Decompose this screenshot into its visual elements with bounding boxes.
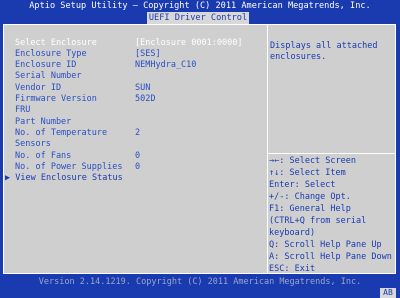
setting-serial-number: Serial Number <box>4 72 266 82</box>
key-general-help: F1: General Help <box>269 204 351 214</box>
version-text: Version 2.14.1219. Copyright (C) 2011 Am… <box>38 277 362 287</box>
title-bar: Aptio Setup Utility – Copyright (C) 2011… <box>0 0 400 24</box>
help-divider <box>268 153 395 154</box>
key-ctrl-q: (CTRL+Q from serial <box>269 216 367 226</box>
setting-enclosure-type: Enclosure Type [SES] <box>4 50 266 60</box>
submenu-label-wrap: ▶ View Enclosure Status <box>5 174 123 183</box>
key-enter: Enter: Select <box>269 180 336 190</box>
setting-label: Firmware Version <box>15 94 97 104</box>
key-exit: ESC: Exit <box>269 264 316 274</box>
key-legend: →←: Select Screen ↑↓: Select Item Enter:… <box>269 157 395 277</box>
setting-label: Sensors <box>15 139 51 149</box>
setting-label: FRU <box>15 105 31 115</box>
help-description: Displays all attached enclosures. <box>270 41 378 62</box>
setting-label: No. of Fans <box>15 151 72 161</box>
setting-label: No. of Temperature <box>15 128 108 138</box>
setting-firmware-version: Firmware Version 502D <box>4 95 266 105</box>
setting-part-number: Part Number <box>4 118 266 128</box>
setting-value: 2 <box>135 128 141 138</box>
setting-value: NEMHydra_C10 <box>135 60 197 70</box>
setting-sensors-continuation: Sensors <box>4 140 266 150</box>
setting-label: No. of Power Supplies <box>15 162 123 172</box>
setting-label: Select Enclosure <box>15 38 97 48</box>
key-change-option: +/-: Change Opt. <box>269 192 351 202</box>
setting-label: Vendor ID <box>15 83 62 93</box>
footer-bar: Version 2.14.1219. Copyright (C) 2011 Am… <box>0 274 400 298</box>
setting-value[interactable]: [Enclosure 0001:0000] <box>135 38 243 48</box>
setting-vendor-id: Vendor ID SUN <box>4 84 266 94</box>
key-scroll-down: A: Scroll Help Pane Down <box>269 252 392 262</box>
setting-select-enclosure[interactable]: Select Enclosure [Enclosure 0001:0000] <box>4 39 266 49</box>
setting-value: 0 <box>135 162 141 172</box>
key-keyboard: keyboard) <box>269 228 316 238</box>
submenu-arrow-icon: ▶ <box>5 173 11 183</box>
main-panel: Select Enclosure [Enclosure 0001:0000] E… <box>3 24 396 274</box>
key-select-item: ↑↓: Select Item <box>269 168 346 178</box>
setting-value: SUN <box>135 83 151 93</box>
setting-label: Enclosure Type <box>15 49 87 59</box>
status-badge: AB <box>380 288 396 298</box>
setting-value: 502D <box>135 94 156 104</box>
submenu-label: View Enclosure Status <box>15 173 123 183</box>
setting-value: 0 <box>135 151 141 161</box>
setting-label: Enclosure ID <box>15 60 77 70</box>
setting-label: Serial Number <box>15 71 82 81</box>
setting-fans: No. of Fans 0 <box>4 152 266 162</box>
submenu-view-enclosure-status[interactable]: ▶ View Enclosure Status <box>4 174 266 184</box>
setting-enclosure-id: Enclosure ID NEMHydra_C10 <box>4 61 266 71</box>
column-divider <box>267 25 268 273</box>
setting-label: Part Number <box>15 117 72 127</box>
setting-power-supplies: No. of Power Supplies 0 <box>4 163 266 173</box>
setting-fru: FRU <box>4 106 266 116</box>
setting-value: [SES] <box>135 49 161 59</box>
key-select-screen: →←: Select Screen <box>269 156 356 166</box>
key-scroll-up: Q: Scroll Help Pane Up <box>269 240 382 250</box>
app-title: Aptio Setup Utility – Copyright (C) 2011… <box>29 1 371 11</box>
setting-temperature-sensors: No. of Temperature 2 <box>4 129 266 139</box>
tab-uefi-driver-control[interactable]: UEFI Driver Control <box>147 12 249 24</box>
